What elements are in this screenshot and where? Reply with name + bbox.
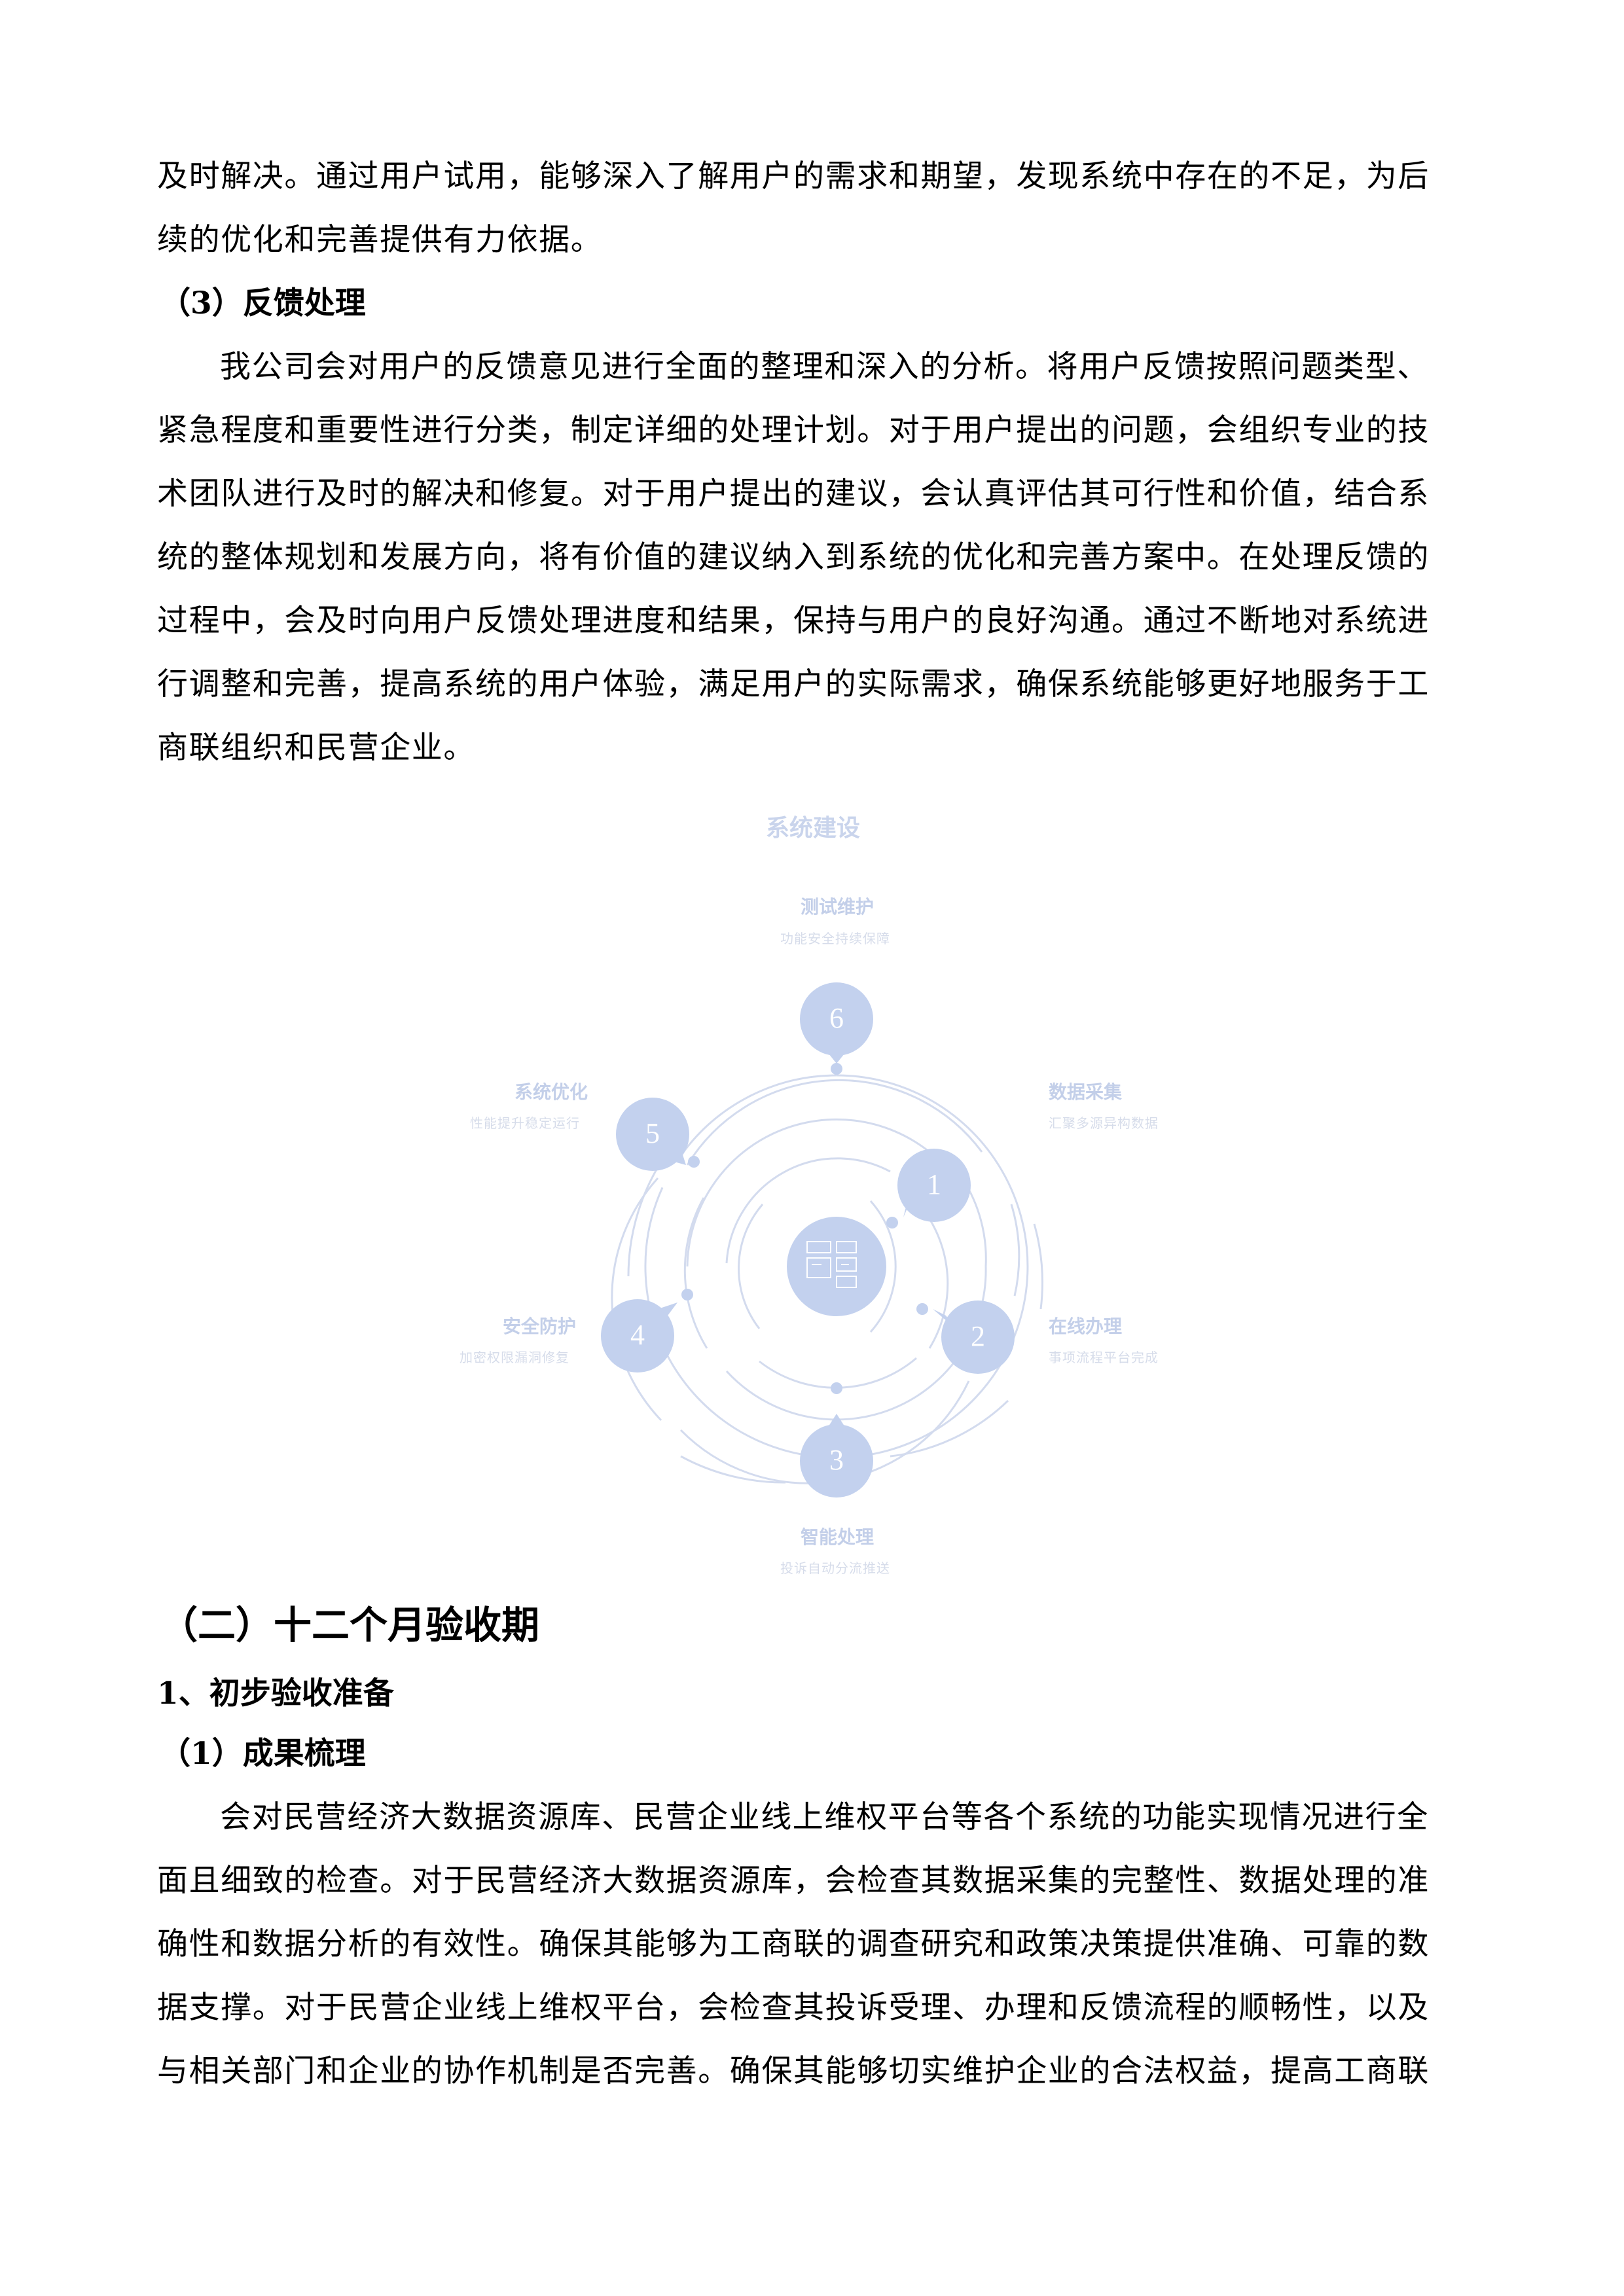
paragraph-line: 我公司会对用户的反馈意见进行全面的整理和深入的分析。将用户反馈按照问题类型、	[220, 349, 1429, 385]
paragraph-line: 续的优化和完善提供有力依据。	[157, 222, 603, 258]
step-number-6: 6	[829, 1002, 844, 1034]
step-6-desc: 功能安全持续保障	[780, 931, 890, 946]
paragraph-line: 商联组织和民营企业。	[157, 730, 475, 766]
step-number-1: 1	[927, 1168, 941, 1200]
paragraph-line: 会对民营经济大数据资源库、民营企业线上维权平台等各个系统的功能实现情况进行全	[220, 1799, 1429, 1835]
step-5-name: 系统优化	[514, 1081, 588, 1103]
step-4-name: 安全防护	[503, 1316, 577, 1337]
paragraph-line: 据支撑。对于民营企业线上维权平台，会检查其投诉受理、办理和反馈流程的顺畅性，以及	[157, 1990, 1430, 2026]
step-2-desc: 事项流程平台完成	[1049, 1350, 1159, 1365]
step-6-name: 测试维护	[801, 896, 875, 918]
paragraph-line: 紧急程度和重要性进行分类，制定详细的处理计划。对于用户提出的问题，会组织专业的技	[157, 412, 1430, 448]
step-3-name: 智能处理	[801, 1526, 875, 1548]
step-number-2: 2	[971, 1320, 985, 1352]
paragraph-line: 确性和数据分析的有效性。确保其能够为工商联的调查研究和政策决策提供准确、可靠的数	[157, 1926, 1430, 1962]
step-number-3: 3	[829, 1444, 844, 1476]
paragraph-line: 及时解决。通过用户试用，能够深入了解用户的需求和期望，发现系统中存在的不足，为后	[157, 158, 1430, 194]
dashboard-grid-icon	[806, 1241, 857, 1288]
section-heading: （二）十二个月验收期	[160, 1603, 540, 1647]
paragraph-line: 与相关部门和企业的协作机制是否完善。确保其能够切实维护企业的合法权益，提高工商联	[157, 2053, 1430, 2089]
item-heading: （1）成果梳理	[160, 1736, 366, 1772]
feedback-heading: （3）反馈处理	[160, 285, 366, 321]
step-5-desc: 性能提升稳定运行	[470, 1115, 580, 1131]
paragraph-line: 术团队进行及时的解决和修复。对于用户提出的建议，会认真评估其可行性和价值，结合系	[157, 476, 1430, 512]
diagram-title: 系统建设	[766, 815, 861, 842]
paragraph-line: 面且细致的检查。对于民营经济大数据资源库，会检查其数据采集的完整性、数据处理的准	[157, 1863, 1430, 1899]
paragraph-line: 行调整和完善，提高系统的用户体验，满足用户的实际需求，确保系统能够更好地服务于工	[157, 666, 1430, 702]
step-number-4: 4	[630, 1319, 645, 1351]
step-number-5: 5	[645, 1117, 660, 1149]
paragraph-line: 过程中，会及时向用户反馈处理进度和结果，保持与用户的良好沟通。通过不断地对系统进	[157, 603, 1430, 639]
step-1-desc: 汇聚多源异构数据	[1049, 1115, 1159, 1131]
subsection-heading: 1、初步验收准备	[157, 1676, 394, 1712]
step-3-desc: 投诉自动分流推送	[780, 1560, 890, 1576]
step-2-name: 在线办理	[1049, 1316, 1123, 1337]
step-1-name: 数据采集	[1049, 1081, 1123, 1103]
paragraph-line: 统的整体规划和发展方向，将有价值的建议纳入到系统的优化和完善方案中。在处理反馈的	[157, 539, 1430, 575]
step-4-desc: 加密权限漏洞修复	[460, 1350, 569, 1365]
